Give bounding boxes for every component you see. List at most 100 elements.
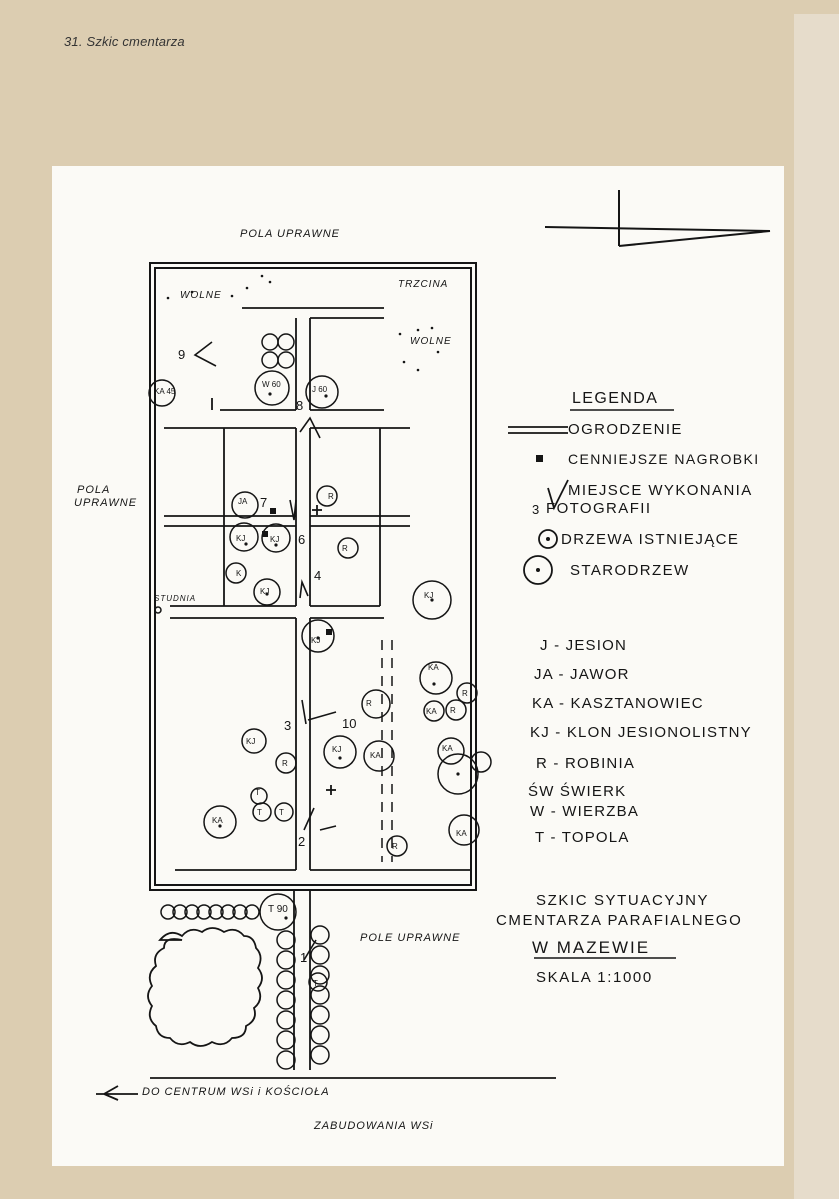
map-title-line3: W MAZEWIE	[532, 938, 651, 957]
tree-kj-f	[241, 728, 267, 754]
tree-label: KJ	[424, 591, 433, 600]
photo-point-3: 3	[284, 718, 291, 733]
tree-label: R	[282, 759, 288, 768]
tree-r-a	[316, 485, 338, 507]
tree-label: KJ	[236, 534, 245, 543]
tree-kj-e	[301, 619, 335, 653]
photo-point-9: 9	[178, 347, 185, 362]
tree-label: KJ	[311, 636, 320, 645]
tree-ka-g	[448, 814, 480, 846]
dashed-path	[381, 640, 393, 862]
tree-r-f	[275, 752, 297, 774]
abbr-jawor: JA - JAWOR	[534, 666, 630, 683]
tree-label: KA	[456, 829, 467, 838]
tree-label: KJ	[270, 535, 279, 544]
adjacent-page-edge	[794, 14, 839, 1199]
tree-r-c	[361, 689, 391, 719]
tree-label: KA	[426, 707, 437, 716]
tree-kj-a	[229, 522, 259, 552]
abbr-klon: KJ - KLON JESIONOLISTNY	[530, 724, 752, 741]
abbr-topola: T - TOPOLA	[535, 829, 630, 846]
tree-label: KA 45	[154, 387, 176, 396]
free-area-right-label: WOLNE	[410, 336, 452, 347]
tree-w60	[254, 370, 290, 406]
north-fields-label: POLA UPRAWNE	[240, 228, 341, 240]
photo-point-6: 6	[298, 532, 305, 547]
well-icon	[154, 606, 162, 614]
legend-dot	[546, 537, 550, 541]
legend-symbols	[508, 426, 569, 585]
tree-label: KJ	[332, 745, 341, 754]
well-label: STUDNIA	[154, 594, 197, 603]
tree-label: T	[313, 979, 318, 988]
tree-label: K	[236, 569, 242, 578]
tree-label: KA	[212, 816, 223, 825]
tree-ja	[231, 491, 259, 519]
cross-markers	[312, 505, 336, 795]
tree-kj-d	[412, 580, 452, 620]
tree-j60	[305, 375, 339, 409]
legend-title: LEGENDA	[572, 390, 659, 407]
abbr-jesion: J - JESION	[540, 637, 628, 654]
tree-label: KA	[442, 744, 453, 753]
legend-photo-place: MIEJSCE WYKONANIA	[568, 482, 753, 499]
free-area-left-label: WOLNE	[180, 290, 222, 301]
abbr-wierzba: W - WIERZBA	[530, 803, 640, 820]
tree-label: JA	[238, 497, 248, 506]
tree-ka45	[148, 379, 176, 407]
abbr-robinia: R - ROBINIA	[536, 755, 636, 772]
photo-point-1: 1	[300, 950, 307, 965]
north-arrow-icon	[544, 190, 771, 247]
shrub-area	[147, 927, 263, 1047]
legend-existing-trees: DRZEWA ISTNIEJĄCE	[561, 531, 740, 548]
to-village-arrow	[96, 1085, 138, 1101]
tree-big	[437, 753, 479, 795]
tree-label: T 90	[268, 904, 288, 915]
tree-circles	[148, 370, 492, 992]
tree-label: T	[257, 808, 262, 817]
legend-dot	[536, 568, 540, 572]
tree-r-g	[386, 835, 408, 857]
photo-point-4: 4	[314, 568, 321, 583]
shrub-row	[160, 904, 260, 920]
tree-label: R	[366, 699, 372, 708]
tree-label: J 60	[312, 385, 328, 394]
tree-ka-b	[423, 700, 445, 722]
photo-point-2: 2	[298, 834, 305, 849]
tree-label: W 60	[262, 380, 281, 389]
tree-ka-d	[437, 737, 465, 765]
tree-t-b	[252, 802, 272, 822]
tree-label: R	[450, 706, 456, 715]
tree-label: R	[342, 544, 348, 553]
legend-grave-icon	[536, 455, 543, 462]
grave-marker	[326, 629, 332, 635]
tree-label: R	[328, 492, 334, 501]
legend-photos: FOTOGRAFII	[546, 500, 652, 517]
reeds-label: TRZCINA	[398, 279, 449, 290]
photo-point-8: 8	[296, 398, 303, 413]
tree-t-c	[274, 802, 294, 822]
abbr-swierk: ŚW ŚWIERK	[528, 783, 627, 800]
legend-fence: OGRODZENIE	[568, 421, 683, 438]
tree-k	[225, 562, 247, 584]
map-title-line2: CMENTARZA PARAFIALNEGO	[496, 912, 743, 929]
west-fields-label-1: POLA	[77, 484, 111, 496]
photo-point-10: 10	[342, 716, 356, 731]
grave-marker	[270, 508, 276, 514]
tree-t90	[259, 893, 297, 931]
cemetery-fence	[149, 262, 477, 891]
underlines	[534, 409, 676, 959]
tree-t-d	[308, 972, 328, 992]
page-header: 31. Szkic cmentarza	[64, 34, 185, 49]
map-title-line1: SZKIC SYTUACYJNY	[536, 892, 710, 909]
tree-kj-c	[253, 578, 281, 606]
map-sheet	[52, 166, 784, 1166]
legend-graves: CENNIEJSZE NAGROBKI	[568, 451, 760, 467]
tree-label: KA	[428, 663, 439, 672]
tree-ka-e	[470, 751, 492, 773]
tree-label: T	[255, 788, 260, 797]
legend-example-number: 3	[532, 502, 539, 517]
alleys	[164, 307, 470, 871]
